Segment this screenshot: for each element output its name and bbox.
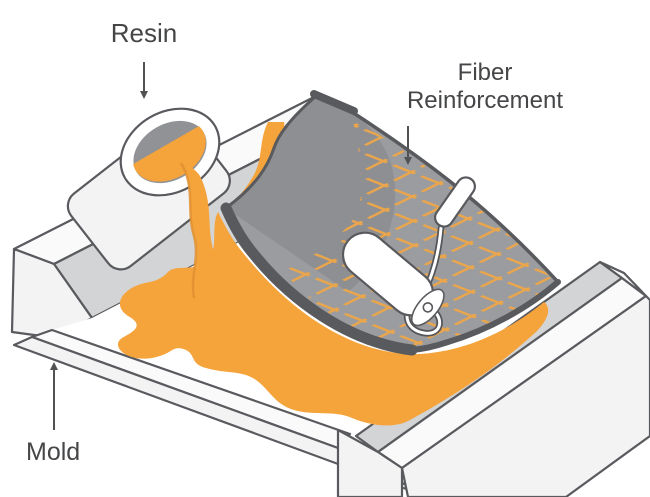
mold-arrow-head <box>50 362 58 370</box>
resin-puddle-shape <box>117 212 549 426</box>
resin-arrow-head <box>140 91 148 99</box>
annotations: Resin Fiber Reinforcement Mold <box>26 18 563 466</box>
resin-wall-flow-shape <box>224 122 285 214</box>
mold-front-wall-left-cap <box>336 428 404 497</box>
resin-puddle <box>117 212 549 426</box>
resin-stream <box>179 160 222 320</box>
fiber-arrow-head <box>404 157 412 165</box>
fiber-sheet-fold-edge <box>310 90 358 115</box>
fiber-reinforcement-label-line2: Reinforcement <box>407 87 563 114</box>
fiber-reinforcement-label-line1: Fiber <box>458 59 513 86</box>
resin-stream-shade <box>179 162 198 299</box>
roller-tool <box>341 176 476 337</box>
roller-grip <box>434 176 476 228</box>
fiber-sheet-right-edge <box>409 279 561 353</box>
fiber-sheet-curled-edge <box>220 202 418 356</box>
resin-wall-flow <box>224 122 285 214</box>
resin-label: Resin <box>111 18 177 48</box>
mold-front-left-rim-outer <box>12 335 430 497</box>
mold-label: Mold <box>26 438 80 466</box>
fiber-sheet-drape-edge <box>224 94 318 210</box>
roller-axle <box>422 302 434 313</box>
mold-front-wall-right-cap <box>598 260 648 298</box>
roller-handle-wire-core <box>405 226 443 335</box>
